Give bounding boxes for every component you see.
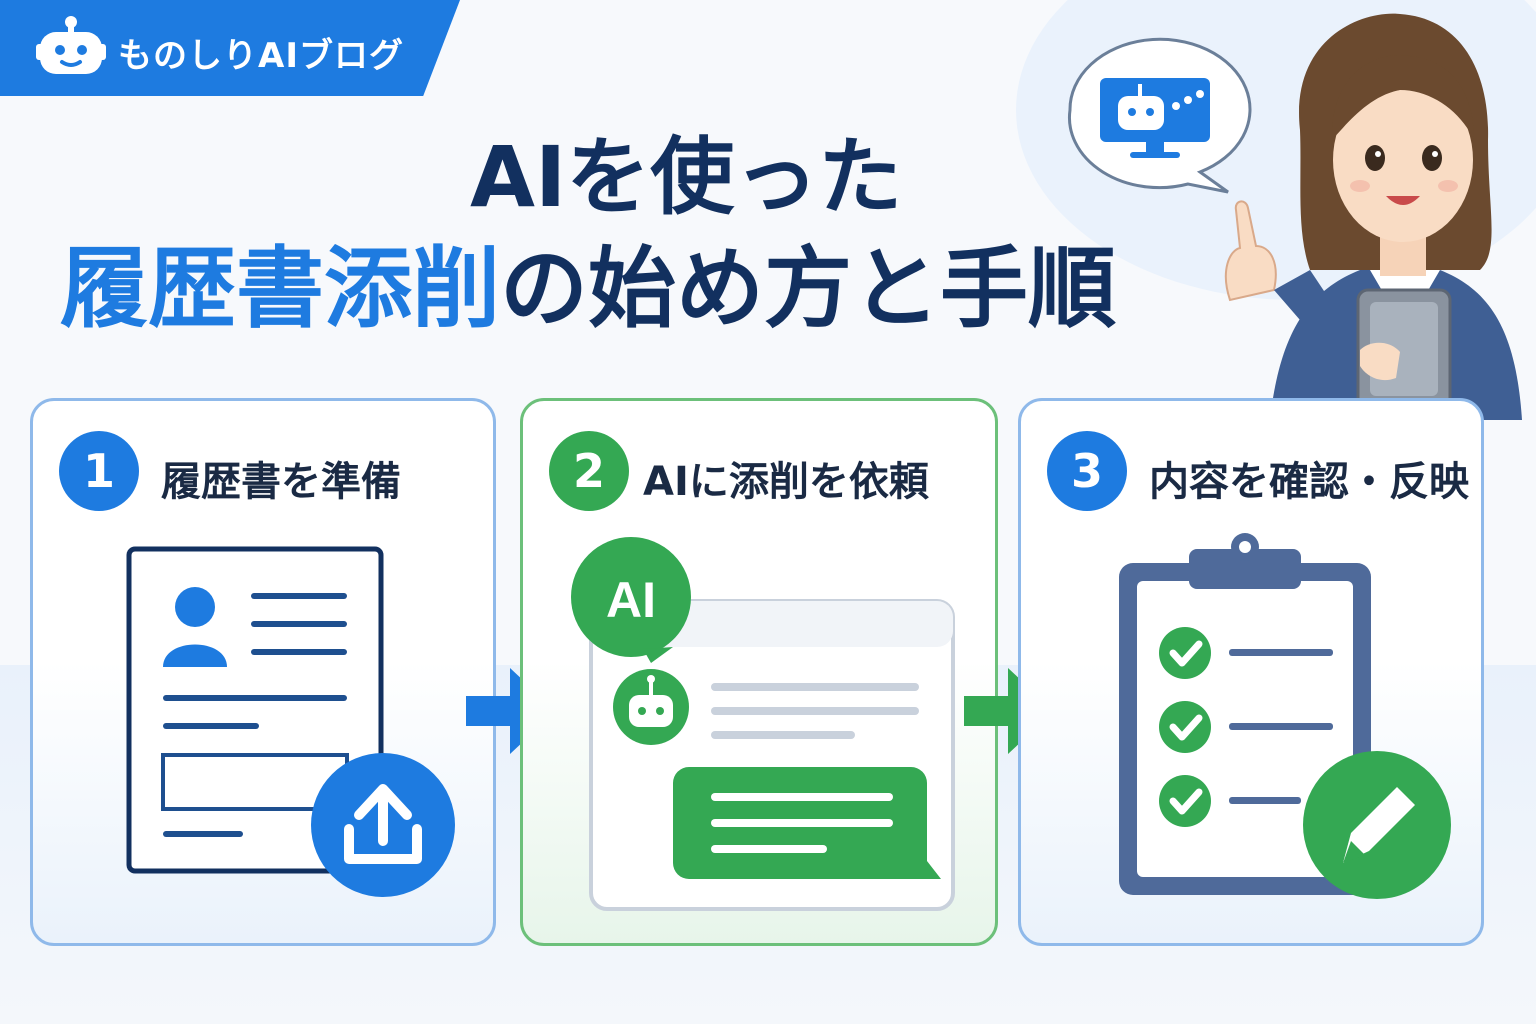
ai-badge-icon: AI: [571, 537, 691, 663]
robot-chat-icon: [613, 669, 689, 745]
woman-illustration: [1067, 13, 1522, 420]
brand-banner[interactable]: ものしりAIブログ: [0, 0, 460, 96]
checklist-illustration: [1119, 533, 1451, 899]
step-number-1: 1: [59, 431, 139, 511]
brand-name: ものしりAIブログ: [118, 36, 404, 76]
ai-chat-illustration: AI: [571, 537, 955, 911]
step-card-3: 3 内容を確認・反映: [1018, 398, 1484, 946]
step-label-1: 履歴書を準備: [161, 459, 401, 505]
arrow-right-icon: [964, 668, 1054, 754]
step-number-2: 2: [549, 431, 629, 511]
resume-upload-illustration: [126, 546, 455, 897]
person-icon: [163, 587, 227, 667]
step-number-3: 3: [1047, 431, 1127, 511]
upload-icon: [311, 753, 455, 897]
step-label-3: 内容を確認・反映: [1149, 459, 1469, 505]
checkmark-icon: [1159, 701, 1211, 753]
arrow-right-icon: [466, 668, 556, 754]
checkmark-icon: [1159, 775, 1211, 827]
title-highlight: 履歴書添削: [60, 237, 501, 340]
title-rest: の始め方と手順: [500, 237, 1117, 340]
robot-icon: [36, 16, 106, 74]
checkmark-icon: [1159, 627, 1211, 679]
pencil-icon: [1303, 751, 1451, 899]
speech-bubble-icon: [1067, 37, 1252, 194]
step-card-1: 1 履歴書を準備: [30, 398, 496, 946]
page-title-line1: AIを使った: [470, 128, 903, 226]
step-card-2: 2 AIに添削を依頼 AI: [520, 398, 998, 946]
page-title-line2: 履歴書添削の始め方と手順: [60, 218, 1116, 345]
step-label-2: AIに添削を依頼: [643, 459, 929, 505]
ai-badge-text: AI: [606, 572, 656, 628]
